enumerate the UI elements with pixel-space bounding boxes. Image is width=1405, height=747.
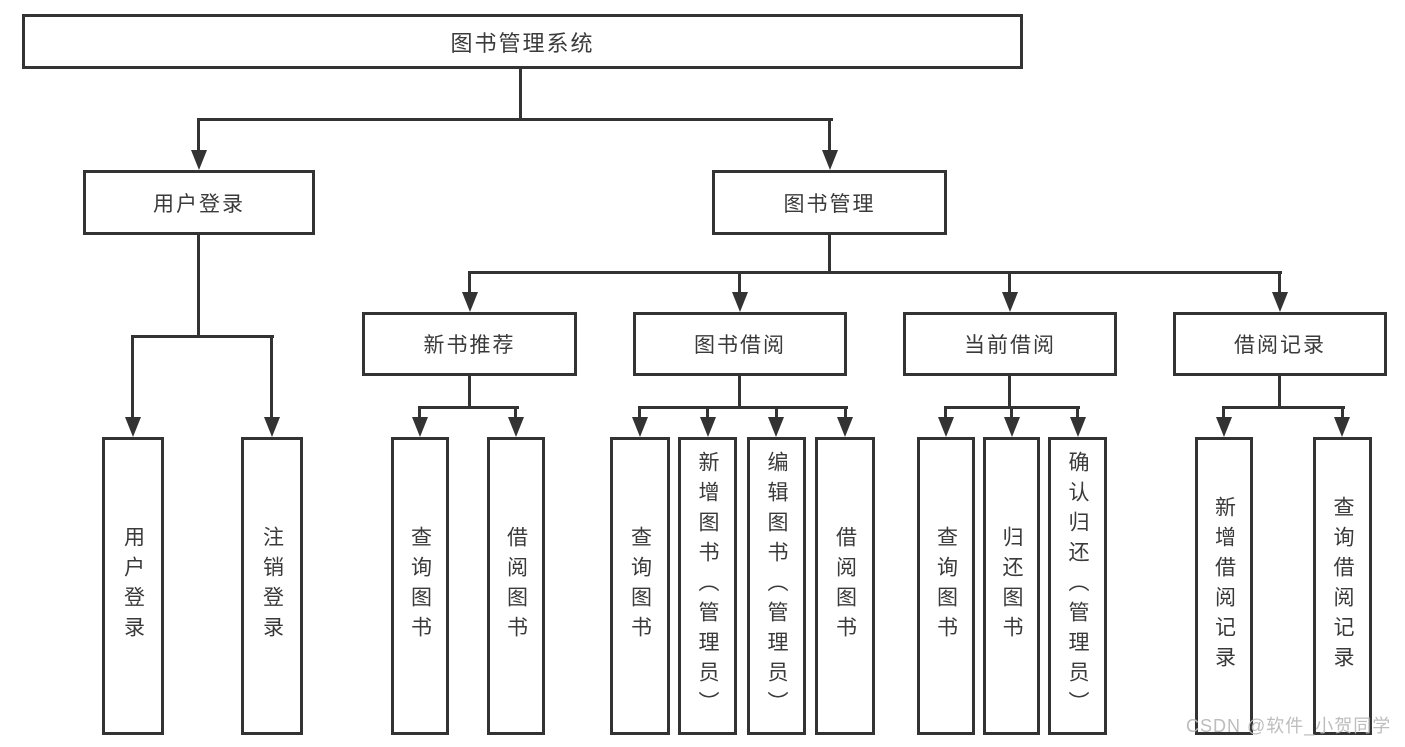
leaf-query-books-recommend: 查询图书: [391, 437, 449, 735]
connector-line: [197, 233, 200, 337]
connector-line: [1076, 406, 1079, 420]
connector-arrowhead: [1002, 292, 1018, 312]
node-label: 图书管理: [783, 192, 876, 216]
leaf-return-books: 归还图书: [983, 437, 1040, 735]
connector-line: [197, 118, 833, 121]
connector-line: [738, 271, 741, 296]
leaf-add-borrow-record: 新增借阅记录: [1195, 437, 1253, 735]
connector-line: [1008, 374, 1011, 409]
leaf-label: 借阅图书: [504, 526, 528, 646]
connector-line: [1010, 406, 1013, 420]
connector-line: [1222, 406, 1225, 420]
connector-line: [197, 118, 200, 154]
connector-arrowhead: [264, 417, 280, 437]
leaf-label: 查询借阅记录: [1331, 496, 1354, 676]
connector-arrowhead: [837, 417, 853, 437]
connector-arrowhead: [632, 417, 648, 437]
connector-line: [1222, 406, 1345, 409]
connector-arrowhead: [732, 292, 748, 312]
connector-line: [468, 271, 471, 296]
leaf-borrow-books-recommend: 借阅图书: [487, 437, 545, 735]
connector-arrowhead: [462, 292, 478, 312]
leaf-label: 查询图书: [408, 526, 432, 646]
leaf-add-books-admin: 新增图书（管理员）: [678, 437, 737, 735]
connector-line: [844, 406, 847, 420]
leaf-logout: 注销登录: [241, 437, 303, 735]
connector-line: [1341, 406, 1344, 420]
node-label: 当前借阅: [964, 334, 1056, 357]
leaf-label: 新增借阅记录: [1212, 496, 1236, 676]
connector-line: [468, 271, 1282, 274]
connector-line: [944, 406, 947, 420]
leaf-label: 查询图书: [934, 526, 958, 646]
connector-line: [638, 406, 848, 409]
connector-arrowhead: [1272, 292, 1288, 312]
connector-arrowhead: [768, 417, 784, 437]
watermark-text: CSDN @软件_小贺同学: [1186, 716, 1392, 736]
node-new-book-recommendation: 新书推荐: [362, 312, 577, 376]
node-label: 借阅记录: [1234, 334, 1326, 357]
node-user-login: 用户登录: [83, 170, 315, 235]
connector-arrowhead: [125, 417, 141, 437]
node-book-borrowing: 图书借阅: [633, 312, 847, 376]
connector-arrowhead: [822, 150, 838, 170]
leaf-label: 确认归还（管理员）: [1066, 451, 1089, 721]
connector-arrowhead: [938, 417, 954, 437]
leaf-label: 归还图书: [1000, 526, 1023, 646]
node-label: 图书借阅: [694, 334, 786, 357]
connector-line: [738, 374, 741, 409]
leaf-edit-books-admin: 编辑图书（管理员）: [747, 437, 806, 735]
connector-line: [270, 335, 273, 419]
connector-line: [468, 374, 471, 409]
connector-line: [1278, 374, 1281, 409]
connector-line: [514, 406, 517, 420]
connector-line: [1008, 271, 1011, 296]
leaf-label: 编辑图书（管理员）: [765, 451, 788, 721]
connector-arrowhead: [1216, 417, 1232, 437]
connector-line: [418, 406, 421, 420]
node-label: 图书管理系统: [450, 30, 595, 56]
leaf-query-books-borrowing: 查询图书: [610, 437, 670, 735]
leaf-label: 借阅图书: [833, 526, 857, 646]
node-label: 用户登录: [153, 192, 245, 216]
leaf-borrow-books-borrowing: 借阅图书: [815, 437, 875, 735]
node-borrowing-records: 借阅记录: [1173, 312, 1387, 376]
node-label: 新书推荐: [423, 334, 516, 357]
leaf-query-borrow-record: 查询借阅记录: [1313, 437, 1372, 735]
node-book-management: 图书管理: [712, 170, 947, 235]
leaf-label: 查询图书: [628, 526, 652, 646]
connector-arrowhead: [700, 417, 716, 437]
leaf-label: 用户登录: [121, 526, 145, 646]
leaf-label: 注销登录: [260, 526, 284, 646]
connector-line: [638, 406, 641, 420]
leaf-user-login: 用户登录: [102, 437, 164, 735]
connector-line: [131, 335, 134, 419]
connector-line: [131, 335, 274, 338]
connector-arrowhead: [1004, 417, 1020, 437]
connector-line: [828, 233, 831, 273]
leaf-confirm-return-admin: 确认归还（管理员）: [1048, 437, 1107, 735]
connector-arrowhead: [191, 150, 207, 170]
node-book-management-system: 图书管理系统: [22, 14, 1023, 69]
connector-arrowhead: [1334, 417, 1350, 437]
node-current-borrowing: 当前借阅: [903, 312, 1117, 376]
connector-line: [828, 118, 831, 154]
connector-line: [706, 406, 709, 420]
connector-line: [775, 406, 778, 420]
connector-line: [519, 66, 522, 120]
leaf-query-books-current: 查询图书: [917, 437, 975, 735]
connector-arrowhead: [412, 417, 428, 437]
leaf-label: 新增图书（管理员）: [696, 451, 719, 721]
connector-line: [418, 406, 519, 409]
connector-arrowhead: [1070, 417, 1086, 437]
connector-line: [1278, 271, 1281, 296]
connector-arrowhead: [508, 417, 524, 437]
